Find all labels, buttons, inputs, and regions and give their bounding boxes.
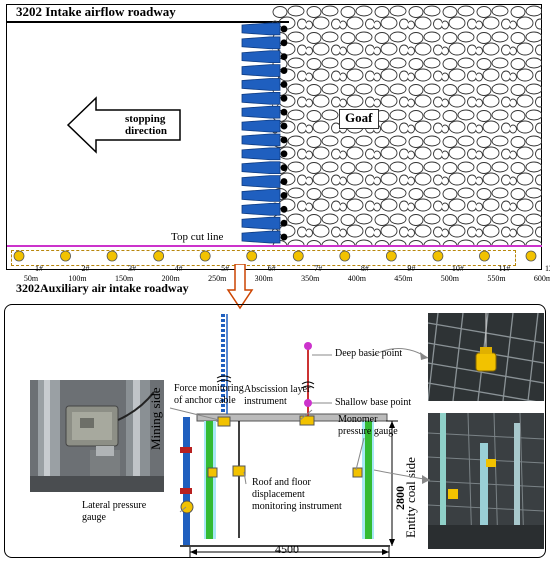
hydraulic-support	[241, 147, 288, 161]
station-distance: 550m	[487, 274, 506, 283]
station-marker	[339, 250, 351, 262]
hydraulic-support	[241, 133, 288, 147]
connector-arrow	[226, 264, 254, 310]
station-id: 7#	[314, 264, 322, 273]
station-distance: 350m	[301, 274, 320, 283]
roof-floor-label-2: displacement	[252, 489, 305, 500]
station-distance: 200m	[162, 274, 181, 283]
station-id: 11#	[499, 264, 511, 273]
station-id: 8#	[361, 264, 369, 273]
station-distance: 50m	[24, 274, 39, 283]
stopping-direction-line2: direction	[125, 125, 167, 137]
station-marker	[246, 250, 258, 262]
hydraulic-support	[241, 22, 288, 36]
station-marker	[432, 250, 444, 262]
goaf-label: Goaf	[345, 110, 373, 125]
hydraulic-support	[241, 216, 288, 230]
station-marker	[153, 250, 165, 262]
auxiliary-roadway-title: 3202Auxiliary air intake roadway	[16, 281, 189, 295]
monomer-label-1: Monomer	[338, 414, 378, 425]
top-cut-line	[7, 245, 542, 247]
hydraulic-support	[241, 189, 288, 202]
lateral-gauge-label-2: gauge	[82, 512, 106, 523]
station-distance: 150m	[115, 274, 134, 283]
station-id: 6#	[268, 264, 276, 273]
hydraulic-support	[241, 64, 288, 77]
intake-roadway	[7, 5, 289, 23]
hydraulic-support	[241, 50, 288, 64]
roof-floor-label-3: monitoring instrument	[252, 501, 342, 512]
shallow-base-point-label: Shallow base point	[335, 397, 412, 408]
station-distance: 300m	[255, 274, 274, 283]
station-marker	[385, 250, 397, 262]
stopping-direction-arrow	[66, 96, 181, 154]
goaf-rock-pattern	[272, 5, 542, 245]
hydraulic-support	[241, 91, 288, 105]
support-monitoring-photo	[428, 413, 544, 549]
hydraulic-support	[241, 105, 288, 119]
station-marker	[60, 250, 71, 262]
hydraulic-supports	[241, 22, 288, 244]
dim-4500-label: 4500	[275, 542, 299, 556]
station-distance: 400m	[348, 274, 367, 283]
station-distance: 600m	[534, 274, 550, 283]
station-id: 5#	[221, 264, 229, 273]
monomer-label-2: pressure gauge	[338, 426, 398, 437]
station-marker	[292, 250, 304, 262]
station-distance: 250m	[208, 274, 227, 283]
roadway-cross-section	[169, 314, 431, 557]
force-monitoring-label-1: Force monitoring	[174, 383, 244, 394]
goaf-label-box	[339, 109, 379, 129]
station-distance: 500m	[441, 274, 460, 283]
station-marker	[13, 250, 25, 262]
station-id: 3#	[128, 264, 136, 273]
station-id: 10#	[452, 264, 464, 273]
abscission-label-2: instrument	[244, 396, 287, 407]
hydraulic-support	[241, 161, 288, 175]
station-marker	[479, 250, 490, 262]
roof-instrument-photo	[428, 313, 544, 401]
station-id: 2#	[82, 264, 90, 273]
roof-floor-label-1: Roof and floor	[252, 477, 311, 488]
hydraulic-support	[241, 78, 288, 91]
hydraulic-support	[241, 230, 288, 244]
top-cut-line-label: Top cut line	[171, 231, 224, 243]
intake-roadway-title: 3202 Intake airflow roadway	[16, 4, 176, 19]
hydraulic-support	[241, 175, 288, 188]
lateral-gauge-label-1: Lateral pressure	[82, 500, 147, 511]
dim-2800-label: 2800	[393, 486, 407, 510]
measuring-stations: 1#50m 2#100m 3#150m 4#200m 5#250m 6#300m 7#350…	[13, 250, 550, 283]
station-id: 1#	[35, 264, 43, 273]
abscission-label-1: Abscission layer	[244, 384, 311, 395]
station-distance: 100m	[68, 274, 87, 283]
station-strip	[11, 250, 516, 266]
stopping-direction-line1: stopping	[125, 113, 166, 125]
station-marker	[106, 250, 118, 262]
station-id: 9#	[407, 264, 415, 273]
station-id: 4#	[175, 264, 183, 273]
station-marker	[525, 250, 537, 262]
station-id: 12#	[545, 264, 550, 273]
force-monitoring-label-2: of anchor cable	[174, 395, 236, 406]
hydraulic-support	[241, 36, 288, 50]
station-marker	[199, 250, 211, 262]
deep-basic-point-label: Deep basic point	[335, 348, 403, 359]
hydraulic-support	[241, 119, 288, 133]
lateral-gauge-photo	[30, 380, 164, 492]
station-distance: 450m	[394, 274, 413, 283]
hydraulic-support	[241, 202, 288, 216]
roadway-section-panel	[4, 304, 546, 558]
